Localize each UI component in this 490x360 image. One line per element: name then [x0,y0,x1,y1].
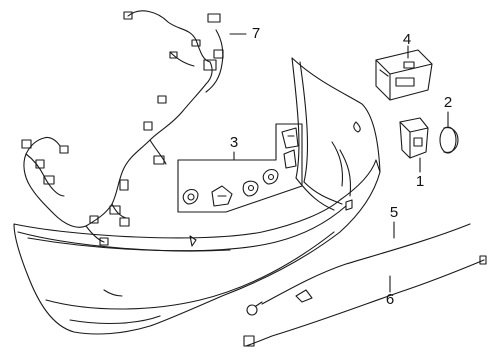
callout-7: 7 [251,25,261,42]
callout-1: 1 [415,173,425,190]
wiring-harness [21,10,224,246]
callout-3: 3 [229,134,239,151]
parking-sensor [399,117,429,159]
sensor-bracket-set [177,123,303,213]
callout-4: 4 [402,31,412,48]
callout-2: 2 [443,94,453,111]
sensor-cap [439,126,459,154]
callout-6: 6 [385,291,395,308]
callout-5: 5 [389,204,399,221]
cables [243,223,487,347]
bumper-cover [13,57,381,335]
leader-lines [229,33,449,293]
control-module [375,49,433,101]
